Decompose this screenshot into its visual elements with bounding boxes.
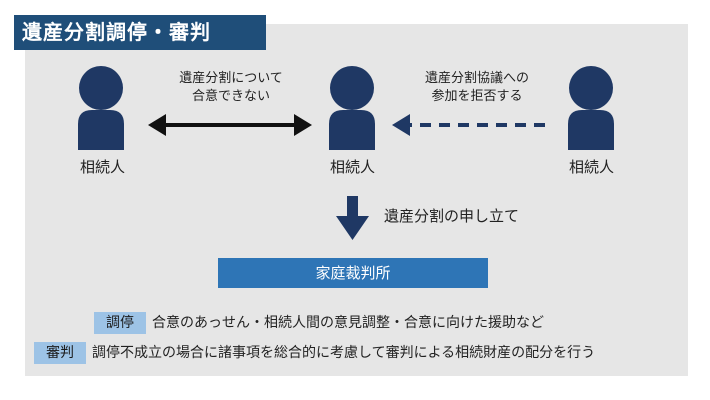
person-icon-right	[568, 66, 614, 150]
party-label-left: 相続人	[80, 158, 126, 176]
right-arrow-note-line1: 遺産分割協議への	[424, 71, 529, 86]
right-arrow-note: 遺産分割協議への 参加を拒否する	[414, 70, 540, 106]
page-title: 遺産分割調停・審判	[14, 15, 266, 50]
left-arrow-note-line1: 遺産分割について	[179, 71, 283, 86]
definition-adjudication: 調停不成立の場合に諸事項を総合的に考慮して審判による相続財産の配分を行う	[92, 345, 596, 361]
person-icon-center	[329, 66, 375, 150]
tag-adjudication: 審判	[34, 342, 86, 364]
left-arrow-note: 遺産分割について 合意できない	[168, 70, 294, 106]
party-label-right: 相続人	[569, 158, 615, 176]
left-arrow-note-line2: 合意できない	[191, 89, 270, 104]
family-court-box: 家庭裁判所	[218, 258, 488, 288]
person-icon-left	[78, 66, 124, 150]
dashed-arrow-icon	[392, 114, 545, 136]
filing-label: 遺産分割の申し立て	[384, 207, 520, 225]
definition-mediation: 合意のあっせん・相続人間の意見調整・合意に向けた援助など	[152, 315, 544, 331]
right-arrow-note-line2: 参加を拒否する	[431, 89, 523, 104]
double-arrow-icon	[148, 114, 312, 136]
tag-mediation: 調停	[94, 312, 146, 334]
down-arrow-icon	[336, 196, 369, 240]
party-label-center: 相続人	[330, 158, 376, 176]
